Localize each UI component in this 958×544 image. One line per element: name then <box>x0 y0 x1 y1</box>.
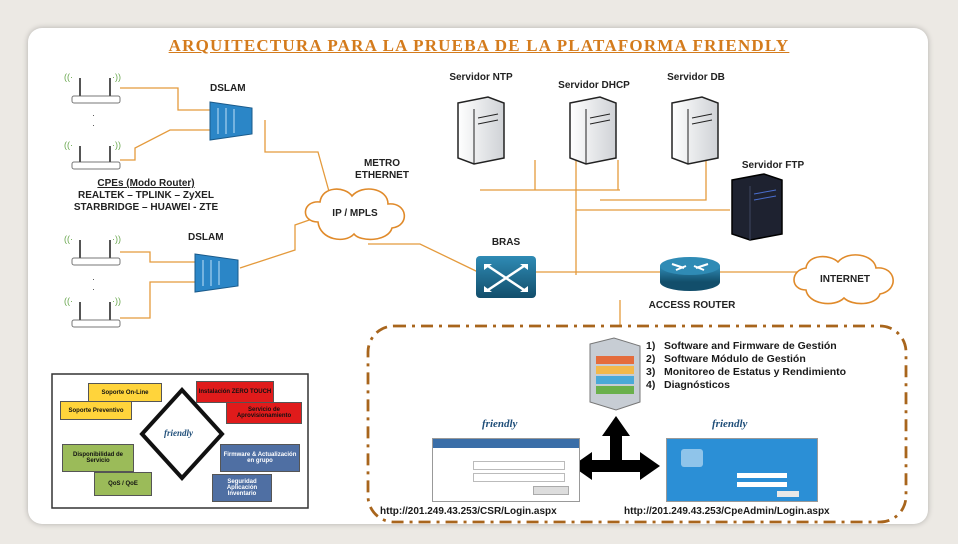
svg-text:·: · <box>92 110 95 120</box>
server-ntp-label: Servidor NTP <box>449 72 513 83</box>
four-way-arrow-icon <box>572 416 660 480</box>
cpe-title-label: CPEs (Modo Router) <box>97 178 195 189</box>
management-frame <box>366 324 908 524</box>
feature-item: 4)Diagnósticos <box>646 379 730 391</box>
service-qos: QoS / QoE <box>94 472 152 496</box>
csr-username-field <box>473 461 565 470</box>
csr-login-header <box>433 439 579 448</box>
dslam-top-label: DSLAM <box>210 83 246 94</box>
csr-url: http://201.249.43.253/CSR/Login.aspx <box>380 506 557 517</box>
access-router-label: ACCESS ROUTER <box>648 300 736 311</box>
metro-label: METRO <box>363 158 401 169</box>
server-dhcp-label: Servidor DHCP <box>558 80 630 91</box>
dslam-icon <box>194 253 239 293</box>
svg-text:·)): ·)) <box>112 72 121 82</box>
cpeadmin-url: http://201.249.43.253/CpeAdmin/Login.asp… <box>624 506 830 517</box>
internet-label: INTERNET <box>820 274 870 285</box>
internet-cloud-icon <box>793 254 894 305</box>
service-soporte-preventivo: Soporte Preventivo <box>60 401 132 420</box>
cpeadmin-login-button <box>777 491 799 497</box>
service-disponibilidad: Disponibilidad de Servicio <box>62 444 134 472</box>
svg-text:·: · <box>92 274 95 284</box>
svg-text:((·: ((· <box>64 140 73 150</box>
svg-text:((·: ((· <box>64 234 73 244</box>
server-ftp-icon <box>731 173 783 241</box>
svg-text:·)): ·)) <box>112 296 121 306</box>
cpe-vendors-line1: REALTEK – TPLINK – ZyXEL <box>78 190 214 201</box>
svg-text:((·: ((· <box>64 296 73 306</box>
feature-item: 1)Software and Firmware de Gestión <box>646 340 837 352</box>
cpeadmin-password-field <box>737 482 787 487</box>
ip-mpls-label: IP / MPLS <box>332 208 378 219</box>
services-diamond <box>139 387 225 481</box>
server-db-icon <box>671 96 719 165</box>
diagram-title: ARQUITECTURA PARA LA PRUEBA DE LA PLATAF… <box>168 36 790 55</box>
service-instalacion: Instalación ZERO TOUCH <box>196 381 274 403</box>
friendly-logo-services: friendly <box>164 428 193 438</box>
cpe-router-icon: ((· ·)) <box>64 140 121 170</box>
ip-mpls-cloud-icon <box>304 188 406 241</box>
server-dhcp-icon <box>569 96 617 165</box>
svg-text:·: · <box>92 120 95 130</box>
features-list: 1)Software and Firmware de Gestión 2)Sof… <box>646 340 846 392</box>
server-db-label: Servidor DB <box>667 72 725 83</box>
dslam-bottom-label: DSLAM <box>188 232 224 243</box>
svg-text:·)): ·)) <box>112 234 121 244</box>
cpe-vendors-line2: STARBRIDGE – HUAWEI - ZTE <box>73 202 219 213</box>
csr-login-button <box>533 486 569 495</box>
connection-lines <box>120 87 800 325</box>
service-soporte-online: Soporte On-Line <box>88 383 162 402</box>
service-firmware: Firmware & Actualización en grupo <box>220 444 300 472</box>
management-stack-icon <box>589 337 641 411</box>
ethernet-label: ETHERNET <box>355 170 409 181</box>
cpe-router-icon: ((· ·)) <box>64 234 121 266</box>
friendly-logo-csr: friendly <box>482 418 518 430</box>
cpeadmin-login-screenshot <box>666 438 818 502</box>
svg-text:·: · <box>92 284 95 294</box>
bras-router-icon <box>476 256 536 298</box>
svg-text:((·: ((· <box>64 72 73 82</box>
server-ftp-label: Servidor FTP <box>741 160 805 171</box>
svg-text:·)): ·)) <box>112 140 121 150</box>
server-ntp-icon <box>457 96 505 165</box>
bras-label: BRAS <box>491 237 521 248</box>
feature-item: 2)Software Módulo de Gestión <box>646 353 806 365</box>
cpeadmin-username-field <box>737 473 787 478</box>
friendly-logo-cpeadmin: friendly <box>712 418 748 430</box>
service-seguridad: Seguridad Aplicación Inventario <box>212 474 272 502</box>
access-router-icon <box>660 257 720 291</box>
cpe-router-icon: ((· ·)) <box>64 72 121 104</box>
service-aprovisionamiento: Servicio de Aprovisionamiento <box>226 402 302 424</box>
csr-login-screenshot <box>432 438 580 502</box>
cpe-router-icon: ((· ·)) <box>64 296 121 328</box>
cpeadmin-app-icon <box>681 449 703 467</box>
dslam-icon <box>209 101 253 141</box>
csr-password-field <box>473 473 565 482</box>
feature-item: 3)Monitoreo de Estatus y Rendimiento <box>646 366 847 378</box>
